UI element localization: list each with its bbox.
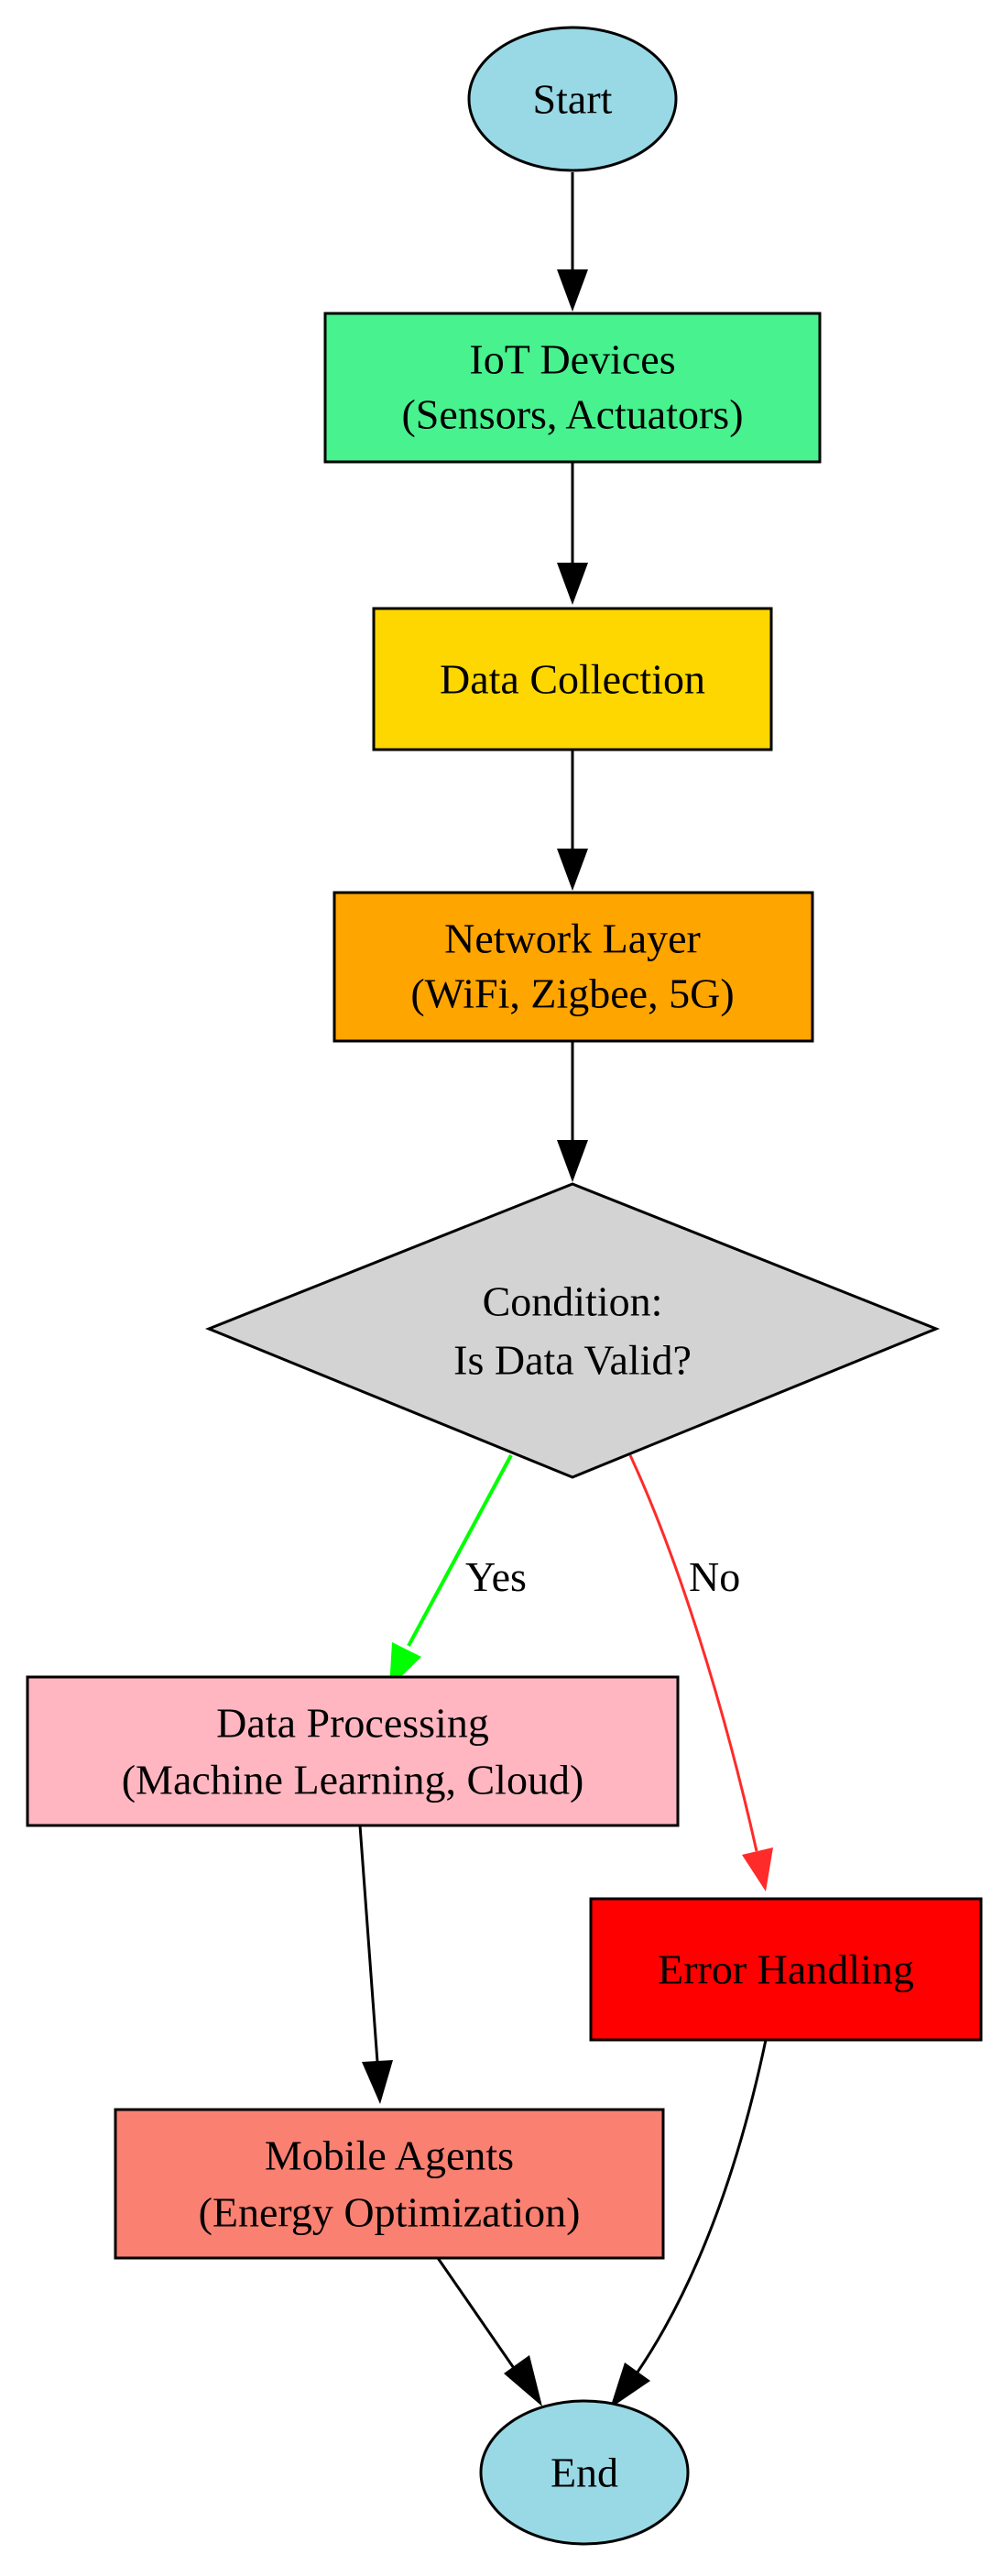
iot-devices-box (323, 312, 822, 464)
condition-line2: Is Data Valid? (453, 1337, 692, 1384)
node-data-collection: Data Collection (372, 607, 773, 751)
mobile-agents-box (114, 2108, 665, 2260)
edge-error-to-end (635, 2039, 768, 2374)
arrowhead-start-to-iot (557, 269, 588, 312)
edge-condition-no (628, 1454, 758, 1852)
node-network-layer: Network Layer (WiFi, Zigbee, 5G) (333, 891, 814, 1043)
data-collection-label: Data Collection (440, 656, 705, 703)
mobile-agents-line2: (Energy Optimization) (199, 2189, 581, 2236)
node-start: Start (467, 26, 678, 172)
arrowhead-agents-to-end (504, 2355, 542, 2406)
node-data-processing: Data Processing (Machine Learning, Cloud… (26, 1675, 680, 1827)
node-mobile-agents: Mobile Agents (Energy Optimization) (114, 2108, 665, 2260)
network-layer-box (333, 891, 814, 1043)
arrowhead-error-to-end (610, 2362, 650, 2408)
arrowhead-iot-to-collection (557, 563, 588, 605)
iot-devices-line1: IoT Devices (469, 336, 675, 383)
iot-devices-line2: (Sensors, Actuators) (401, 391, 743, 438)
edge-label-no: No (689, 1553, 740, 1600)
node-condition: Condition: Is Data Valid? (204, 1182, 941, 1479)
edge-label-yes: Yes (465, 1553, 527, 1600)
data-processing-box (26, 1675, 680, 1827)
network-layer-line1: Network Layer (444, 915, 701, 962)
edges: Yes No (358, 172, 773, 2408)
data-collection-box (372, 607, 773, 751)
arrowhead-processing-to-agents (362, 2060, 393, 2104)
node-iot-devices: IoT Devices (Sensors, Actuators) (323, 312, 822, 464)
end-label: End (551, 2450, 618, 2496)
start-ellipse (467, 26, 678, 172)
error-handling-box (589, 1897, 983, 2042)
end-ellipse (479, 2399, 690, 2546)
error-handling-label: Error Handling (658, 1946, 914, 1993)
edge-agents-to-end (436, 2257, 519, 2374)
condition-line1: Condition: (483, 1278, 663, 1325)
arrowhead-network-to-condition (557, 1140, 588, 1182)
data-processing-line2: (Machine Learning, Cloud) (122, 1757, 584, 1803)
node-error-handling: Error Handling (589, 1897, 983, 2042)
data-processing-line1: Data Processing (216, 1700, 489, 1747)
edge-condition-yes (407, 1454, 513, 1647)
arrowhead-condition-no (742, 1847, 773, 1891)
node-end: End (479, 2399, 690, 2546)
condition-diamond (204, 1182, 941, 1479)
network-layer-line2: (WiFi, Zigbee, 5G) (410, 970, 734, 1017)
start-label: Start (533, 76, 613, 123)
mobile-agents-line1: Mobile Agents (265, 2132, 514, 2179)
arrowhead-collection-to-network (557, 849, 588, 891)
edge-processing-to-agents (358, 1825, 379, 2063)
